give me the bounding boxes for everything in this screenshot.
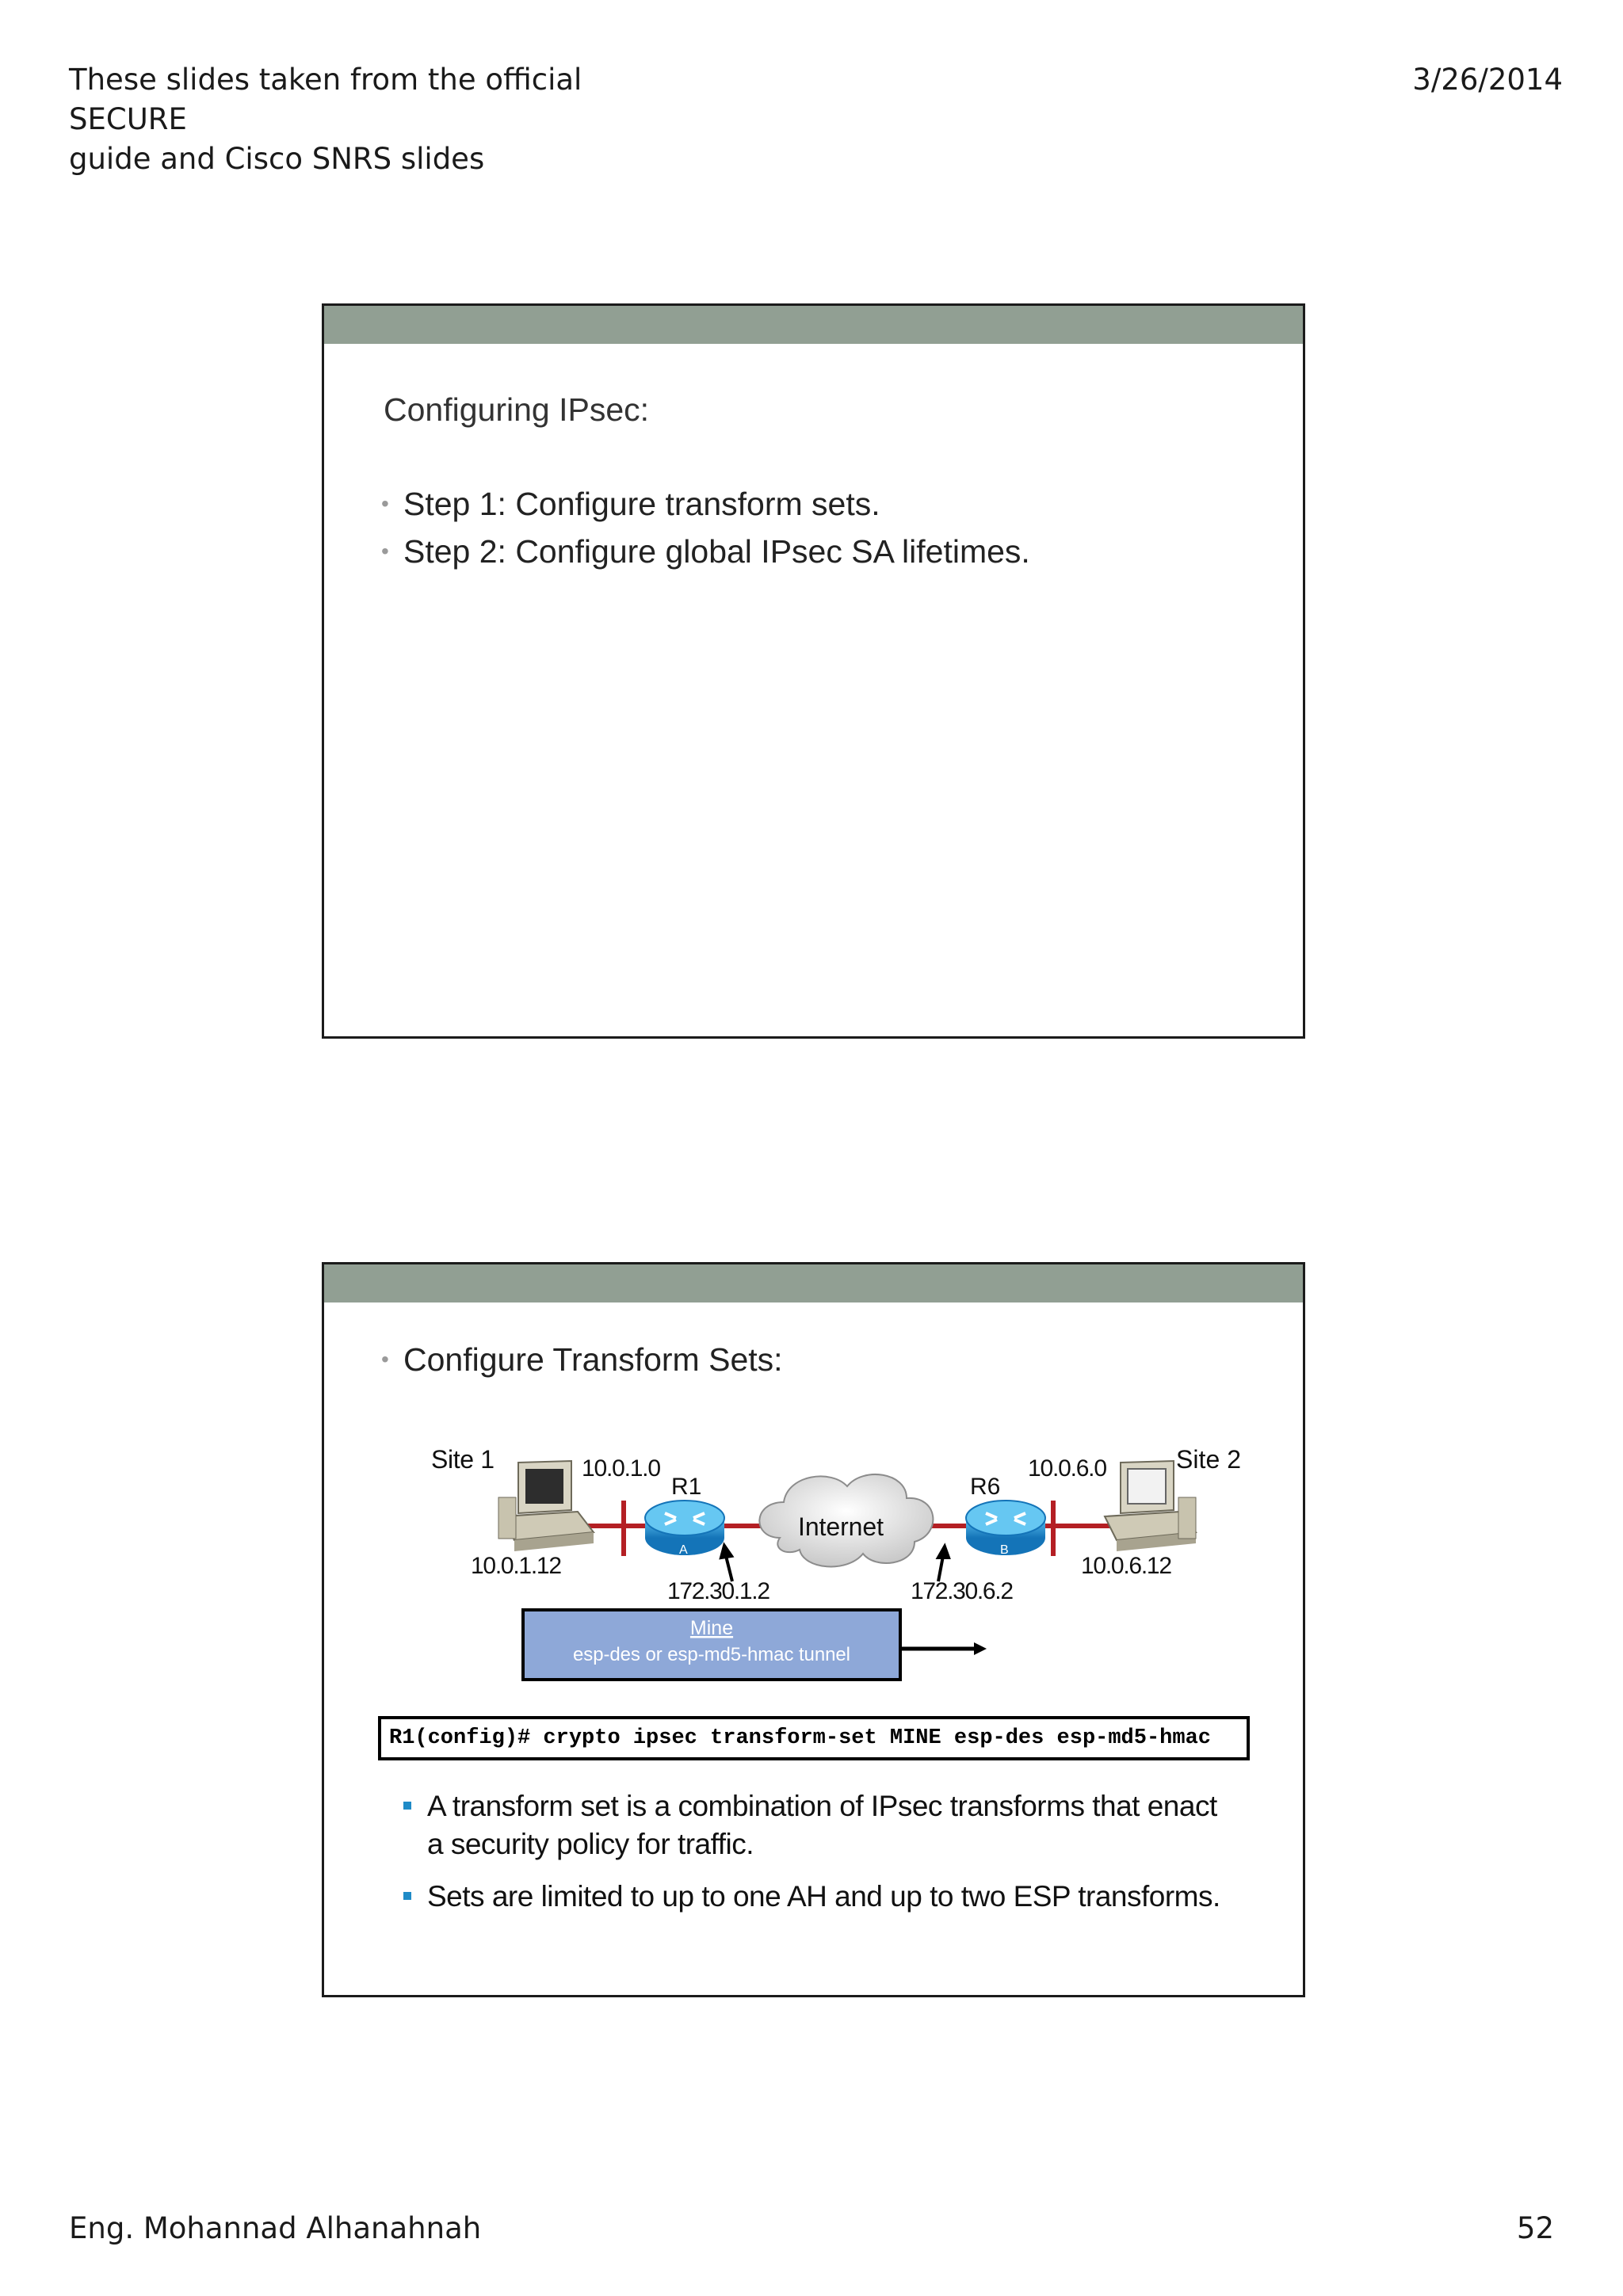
cli-command-box: R1(config)# crypto ipsec transform-set M… bbox=[378, 1716, 1250, 1760]
slide-configure-transform-sets: • Configure Transform Sets: bbox=[322, 1262, 1305, 1997]
label-router-r1: R1 bbox=[671, 1474, 701, 1500]
slide-configuring-ipsec: Configuring IPsec: •Step 1: Configure tr… bbox=[322, 303, 1305, 1039]
internet-cloud-icon bbox=[758, 1474, 934, 1568]
router-r1-icon: A bbox=[644, 1500, 725, 1557]
label-net-10-0-1-0: 10.0.1.0 bbox=[582, 1455, 661, 1482]
label-host-10-0-1-12: 10.0.1.12 bbox=[471, 1553, 562, 1579]
router-r6-icon: B bbox=[965, 1500, 1046, 1557]
bullet-dot-icon: • bbox=[381, 491, 389, 516]
label-site1: Site 1 bbox=[431, 1445, 495, 1474]
label-ip-172-30-1-2: 172.30.1.2 bbox=[667, 1578, 770, 1604]
square-bullet-icon bbox=[403, 1892, 411, 1900]
slide-title-bar bbox=[324, 306, 1303, 344]
label-host-10-0-6-12: 10.0.6.12 bbox=[1081, 1553, 1172, 1579]
tunnel-description: esp-des or esp-md5-hmac tunnel bbox=[573, 1644, 850, 1665]
tunnel-name: Mine bbox=[690, 1617, 733, 1639]
label-net-10-0-6-0: 10.0.6.0 bbox=[1028, 1455, 1107, 1482]
network-diagram: A B Site 1 Site 2 10.0.1.0 10.0.6.0 R bbox=[431, 1445, 1241, 1681]
header-line-1: These slides taken from the official SEC… bbox=[69, 63, 582, 136]
pc-site2-icon bbox=[1103, 1459, 1197, 1551]
transform-set-notes: A transform set is a combination of IPse… bbox=[403, 1787, 1235, 1930]
page-header-source: These slides taken from the official SEC… bbox=[69, 60, 703, 179]
slide-bullet-list: •Step 1: Configure transform sets. •Step… bbox=[381, 480, 1030, 575]
footer-author: Eng. Mohannad Alhanahnah bbox=[69, 2211, 482, 2245]
diagram-labels: Site 1 Site 2 10.0.1.0 10.0.6.0 R1 R6 10… bbox=[431, 1445, 1241, 1604]
slide-title: Configuring IPsec: bbox=[384, 391, 650, 428]
interface-pointer-arrows bbox=[719, 1542, 951, 1582]
slide-heading: Configure Transform Sets: bbox=[403, 1341, 783, 1378]
header-line-2: guide and Cisco SNRS slides bbox=[69, 142, 485, 176]
label-internet: Internet bbox=[798, 1512, 884, 1541]
pc-site1-icon bbox=[498, 1459, 595, 1551]
header-date: 3/26/2014 bbox=[1412, 63, 1563, 97]
bullet-item: •Step 1: Configure transform sets. bbox=[381, 480, 1030, 528]
label-site2: Site 2 bbox=[1176, 1445, 1241, 1474]
svg-text:B: B bbox=[1000, 1543, 1009, 1557]
note-item: Sets are limited to up to one AH and up … bbox=[403, 1878, 1235, 1916]
bullet-dot-icon: • bbox=[381, 1347, 389, 1371]
label-ip-172-30-6-2: 172.30.6.2 bbox=[911, 1578, 1014, 1604]
svg-text:A: A bbox=[679, 1543, 688, 1557]
slide-title-bar bbox=[324, 1264, 1303, 1302]
bullet-item: •Step 2: Configure global IPsec SA lifet… bbox=[381, 528, 1030, 575]
note-item: A transform set is a combination of IPse… bbox=[403, 1787, 1235, 1863]
ipsec-tunnel: Mine esp-des or esp-md5-hmac tunnel bbox=[521, 1608, 987, 1681]
bullet-dot-icon: • bbox=[381, 539, 389, 563]
square-bullet-icon bbox=[403, 1802, 411, 1810]
footer-page-number: 52 bbox=[1516, 2211, 1554, 2245]
slide-heading-list: • Configure Transform Sets: bbox=[381, 1336, 783, 1383]
bullet-item: • Configure Transform Sets: bbox=[381, 1336, 783, 1383]
label-router-r6: R6 bbox=[970, 1474, 1000, 1500]
